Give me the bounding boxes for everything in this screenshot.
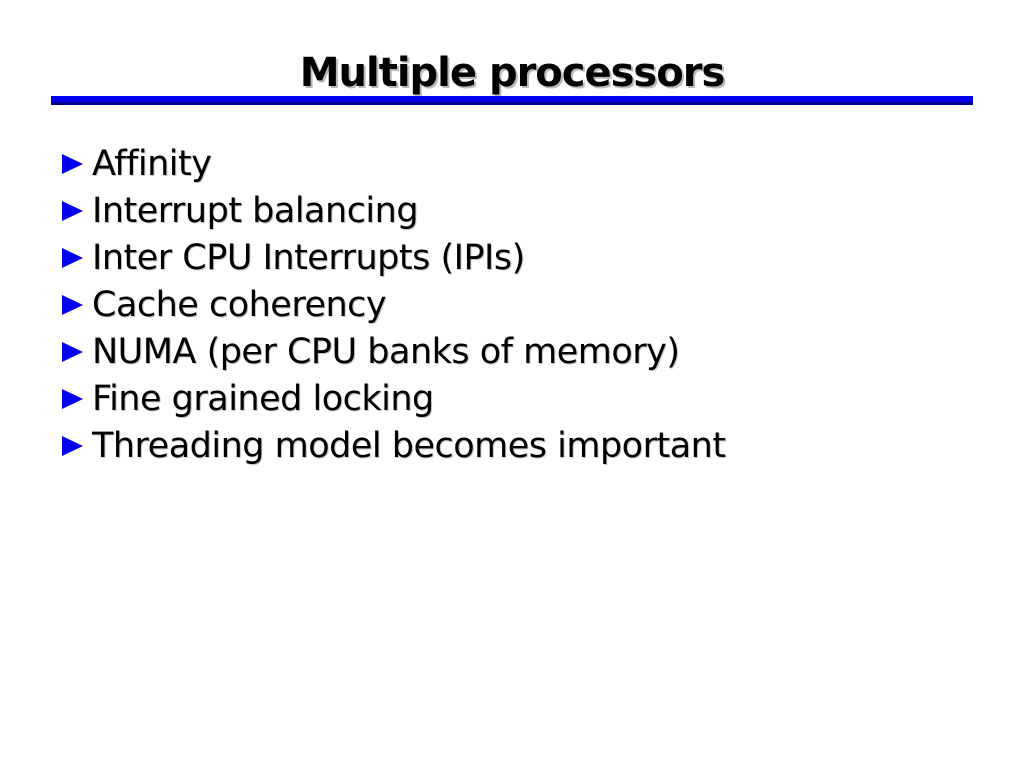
triangle-right-icon [62,341,83,362]
page-title: Multiple processors [299,50,726,96]
triangle-right-icon [62,200,83,221]
list-item-label: Cache coherency [92,284,387,325]
list-item-label: Affinity [92,143,212,184]
triangle-right-icon [62,153,83,174]
list-item-label: NUMA (per CPU banks of memory) [92,331,680,372]
title-underline-rule [51,96,973,105]
list-item: NUMA (per CPU banks of memory) [62,328,994,375]
list-item: Fine grained locking [62,375,994,422]
list-item: Inter CPU Interrupts (IPIs) [62,234,994,281]
list-item-label: Interrupt balancing [92,190,419,231]
list-item: Threading model becomes important [62,422,994,469]
bullet-list: Affinity Interrupt balancing Inter CPU I… [62,140,994,469]
triangle-right-icon [62,388,83,409]
triangle-right-icon [62,294,83,315]
list-item: Affinity [62,140,994,187]
list-item-label: Inter CPU Interrupts (IPIs) [92,237,525,278]
list-item: Interrupt balancing [62,187,994,234]
list-item: Cache coherency [62,281,994,328]
list-item-label: Threading model becomes important [92,425,726,466]
triangle-right-icon [62,247,83,268]
triangle-right-icon [62,435,83,456]
list-item-label: Fine grained locking [92,378,434,419]
